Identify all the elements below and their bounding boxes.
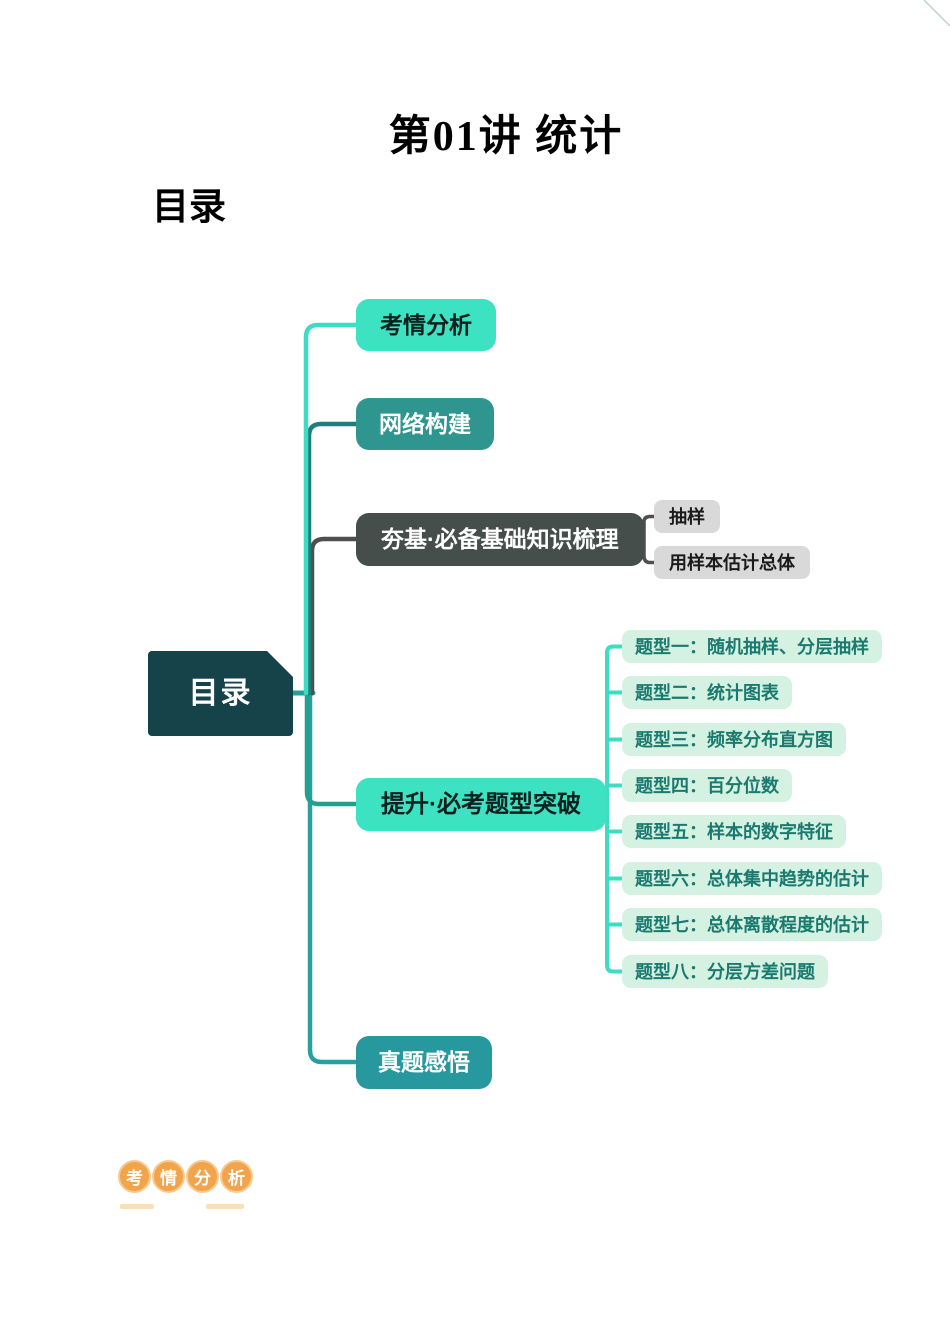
folded-corner-icon xyxy=(924,0,950,26)
leaf-chouyang: 抽样 xyxy=(654,500,720,533)
topic-7: 题型七：总体离散程度的估计 xyxy=(622,908,882,941)
leaf-yangben-guji-zongti: 用样本估计总体 xyxy=(654,546,810,579)
topic-5: 题型五：样本的数字特征 xyxy=(622,815,846,848)
topic-2: 题型二：统计图表 xyxy=(622,676,792,709)
branch-tisheng-tixing-tupo: 提升·必考题型突破 xyxy=(356,778,606,831)
topic-6: 题型六：总体集中趋势的估计 xyxy=(622,862,882,895)
branch-wangluo-goujian: 网络构建 xyxy=(356,398,494,450)
toc-heading: 目录 xyxy=(152,187,226,228)
topic-1: 题型一：随机抽样、分层抽样 xyxy=(622,630,882,663)
badge-underline-right xyxy=(206,1204,244,1209)
topic-8: 题型八：分层方差问题 xyxy=(622,955,828,988)
badge-circle-qing: 情 xyxy=(152,1160,185,1193)
section-badge-kaoqing-fenxi: 考 情 分 析 xyxy=(118,1160,258,1212)
page-title: 第01讲 统计 xyxy=(388,114,624,160)
badge-underline-left xyxy=(120,1204,154,1209)
branch-zhenti-ganwu: 真题感悟 xyxy=(356,1036,492,1089)
branch-kaoqing-fenxi: 考情分析 xyxy=(356,299,496,351)
mindmap-root-node: 目录 xyxy=(148,651,293,736)
topic-4: 题型四：百分位数 xyxy=(622,769,792,802)
topic-3: 题型三：频率分布直方图 xyxy=(622,723,846,756)
badge-circle-kao: 考 xyxy=(118,1160,151,1193)
badge-circle-row: 考 情 分 析 xyxy=(118,1160,258,1193)
badge-circle-xi: 析 xyxy=(220,1160,253,1193)
badge-circle-fen: 分 xyxy=(186,1160,219,1193)
branch-hangji-jichu-zhishi: 夯基·必备基础知识梳理 xyxy=(356,513,644,566)
